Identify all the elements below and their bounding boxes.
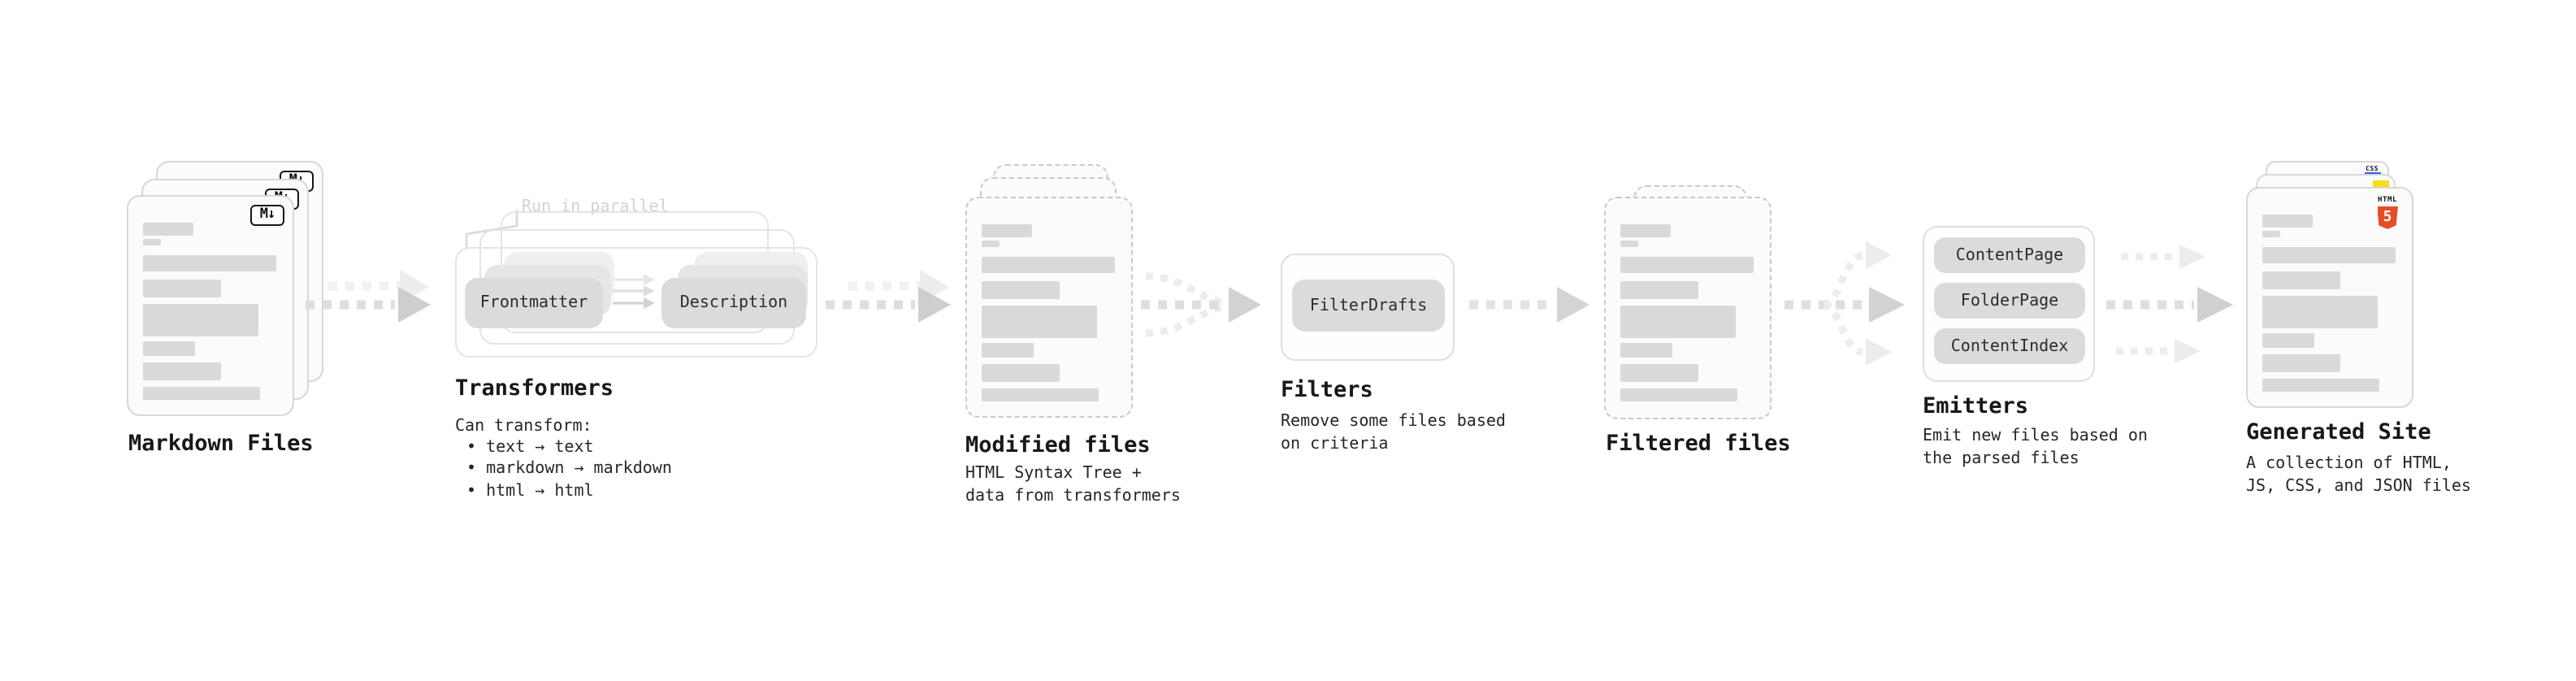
doc-content-bars xyxy=(1620,224,1754,401)
markdown-files-label: Markdown Files xyxy=(128,431,314,457)
bullet-item: • text → text xyxy=(466,439,594,457)
flow-arrow-icon xyxy=(306,270,431,323)
css-icon-word: CSS xyxy=(2366,164,2379,172)
filters-label: Filters xyxy=(1281,377,1373,403)
flow-arrow-faint-icon xyxy=(2116,339,2201,363)
bullet-item: • markdown → markdown xyxy=(466,460,672,479)
transformers-desc-title: Can transform: xyxy=(455,418,592,436)
folderpage-pill: FolderPage xyxy=(1934,283,2085,319)
generated-site-label: Generated Site xyxy=(2246,419,2431,445)
fan-in-arrow-icon xyxy=(1141,272,1261,337)
flow-arrow-icon xyxy=(2106,287,2233,323)
contentindex-pill: ContentIndex xyxy=(1934,328,2085,364)
transformer-box-front xyxy=(455,247,817,358)
filters-desc: Remove some files based on criteria xyxy=(1281,413,1506,453)
contentpage-pill: ContentPage xyxy=(1934,237,2085,273)
filtered-files-label: Filtered files xyxy=(1606,431,1791,457)
generated-file-card-front: HTML 5 xyxy=(2246,187,2413,408)
filtered-file-card-front xyxy=(1604,197,1772,419)
javascript-icon xyxy=(2373,180,2389,189)
flow-arrow-icon xyxy=(1469,287,1589,323)
transformers-bullet-list: • text → text • markdown → markdown • ht… xyxy=(466,437,672,502)
flow-arrow-icon xyxy=(826,270,951,323)
generated-site-desc: A collection of HTML, JS, CSS, and JSON … xyxy=(2246,455,2471,495)
markdown-file-card-front: M↓ xyxy=(127,195,294,416)
bullet-item: • html → html xyxy=(466,482,594,501)
fan-out-arrow-icon xyxy=(1785,241,1905,366)
emitters-label: Emitters xyxy=(1923,393,2029,419)
emitters-desc: Emit new files based on the parsed files xyxy=(1923,427,2148,467)
markdown-icon: M↓ xyxy=(250,205,284,226)
doc-content-bars xyxy=(2262,215,2396,392)
doc-content-bars xyxy=(982,224,1115,401)
filterdrafts-pill: FilterDrafts xyxy=(1292,280,1445,332)
frontmatter-pill: Frontmatter xyxy=(465,278,603,328)
html5-icon-shield: 5 xyxy=(2377,206,2398,229)
doc-content-bars xyxy=(143,223,276,400)
parallel-arrows-icon xyxy=(613,274,655,309)
modified-files-desc: HTML Syntax Tree + data from transformer… xyxy=(965,465,1181,505)
flow-arrow-faint-icon xyxy=(2121,245,2205,269)
modified-files-label: Modified files xyxy=(965,432,1151,458)
html5-icon-word: HTML xyxy=(2377,197,2398,205)
html5-icon: HTML 5 xyxy=(2374,197,2400,229)
modified-file-card-front xyxy=(965,197,1133,418)
description-pill: Description xyxy=(661,278,806,328)
transformers-label: Transformers xyxy=(455,375,614,401)
